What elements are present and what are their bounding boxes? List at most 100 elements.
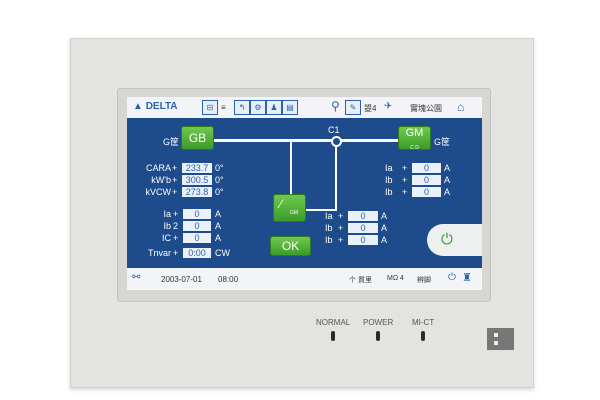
edit-icon[interactable]: ✎ [345,100,361,115]
current-sep: + [173,248,179,258]
power-status-icon[interactable]: ⏻ [448,272,456,283]
current-value: 0 [412,175,441,185]
hmi-screen: ▲ DELTA ⊟ ≡ ↰ ⚙ ♟ ▤ ⚲ ✎ 曌4 ✈ 實塊公園 ⌂ C1 G… [127,97,482,290]
current-value: 0 [183,233,211,243]
feeder-connector [306,209,337,211]
gen-gb-label: GB [188,131,207,145]
current-label: Ia [385,163,393,173]
led-mict [421,331,425,341]
readout-unit: 0° [215,163,224,173]
readout-unit: 0° [215,175,224,185]
site-name: 實塊公園 [410,104,442,113]
readout-label: CARA [145,163,171,173]
current-value: 0 [183,209,211,219]
feeder-line-left [290,141,292,198]
current-label: Ib [385,175,393,185]
readout-sep: + [172,163,178,173]
gen-gb-button[interactable]: GB [181,126,214,150]
current-label: Ib [325,223,333,233]
readout-unit: 0° [215,187,224,197]
current-unit: CW [215,248,230,258]
current-unit: A [381,235,388,245]
current-value: 0 [348,223,378,233]
ok-button[interactable]: OK [270,236,311,256]
top-bar: ▲ DELTA ⊟ ≡ ↰ ⚙ ♟ ▤ ⚲ ✎ 曌4 ✈ 實塊公園 ⌂ [127,97,482,118]
current-label: Ia [325,211,333,221]
gen-right-label: G筐 [434,137,451,147]
home-icon[interactable]: ⌂ [457,100,465,114]
led-label-power: POWER [363,318,394,327]
current-unit: A [444,163,451,173]
menu-icon[interactable]: ≡ [221,103,226,112]
led-label-mict: MI-CT [412,318,435,327]
breaker-switch-icon: ⁄ [280,197,283,211]
current-label: IC [162,233,171,243]
current-sep: 2 [173,221,179,231]
current-unit: A [215,233,222,243]
topbar-text: 曌4 [364,104,377,113]
led-normal [331,331,335,341]
led-label-normal: NORMAL [316,318,351,327]
current-unit: A [215,221,222,231]
report-icon[interactable]: ▤ [282,100,298,115]
gen-left-label: G筐 [163,137,180,147]
usb-port-icon[interactable] [487,328,514,350]
network-icon[interactable]: ⚯ [132,272,141,283]
location-icon[interactable]: ⚲ [331,99,340,113]
gen-gm-sub: C D [410,145,419,151]
current-sep: + [402,175,408,185]
settings-icon[interactable]: ⚙ [250,100,266,115]
led-power [376,331,380,341]
ok-label: OK [281,239,300,253]
current-unit: A [381,211,388,221]
main-bus-line [213,139,399,142]
status-item: 辨脚 [417,277,431,284]
current-unit: A [215,209,222,219]
current-label: Ib [385,187,393,197]
power-icon: ⏻ [441,231,453,248]
current-value: 0 [348,235,378,245]
current-sep: + [338,211,344,221]
readout-sep: + [172,175,178,185]
current-value: 0 [183,221,211,231]
current-label: Ib [325,235,333,245]
status-bar: ⚯ 2003-07-01 08:00 个 質里 MΩ 4 辨脚 ⏻ ♜ [127,268,482,290]
status-time: 08:00 [218,275,239,284]
current-sep: + [173,209,179,219]
readout-label: kVCW [145,187,172,197]
current-value[interactable]: 0:00 [183,248,211,258]
current-unit: A [444,175,451,185]
current-sep: + [402,163,408,173]
bus-label: C1 [328,125,340,135]
current-sep: + [338,223,344,233]
fan-icon[interactable]: ✈ [384,101,393,112]
current-value: 0 [348,211,378,221]
bus-node-icon [331,136,342,147]
feeder-line-right [335,145,337,210]
current-sep: + [173,233,179,243]
status-item: MΩ 4 [387,275,404,282]
delta-logo: ▲ DELTA [133,101,178,112]
status-date: 2003-07-01 [161,275,202,284]
current-unit: A [381,223,388,233]
readout-value: 300.5 [182,175,212,185]
power-button[interactable]: ⏻ [427,224,482,256]
gen-gm-button[interactable]: GM C D [398,126,431,151]
monitor-icon[interactable]: ⊟ [202,100,218,115]
readout-value: 273.8 [182,187,212,197]
current-value: 0 [412,163,441,173]
readout-sep: + [172,187,178,197]
status-item: 个 質里 [349,277,372,284]
current-label: Ia [163,209,171,219]
current-label: Tnvar [147,248,171,258]
gen-gm-label: GM [405,127,424,139]
user-icon[interactable]: ♟ [266,100,282,115]
breaker-button[interactable]: ⁄GM [273,194,306,222]
back-icon[interactable]: ↰ [234,100,250,115]
brand-name: DELTA [145,101,178,112]
lock-icon[interactable]: ♜ [462,272,472,284]
current-unit: A [444,187,451,197]
current-label: Ib [163,221,171,231]
current-sep: + [402,187,408,197]
readout-label: kW'b [151,175,171,185]
